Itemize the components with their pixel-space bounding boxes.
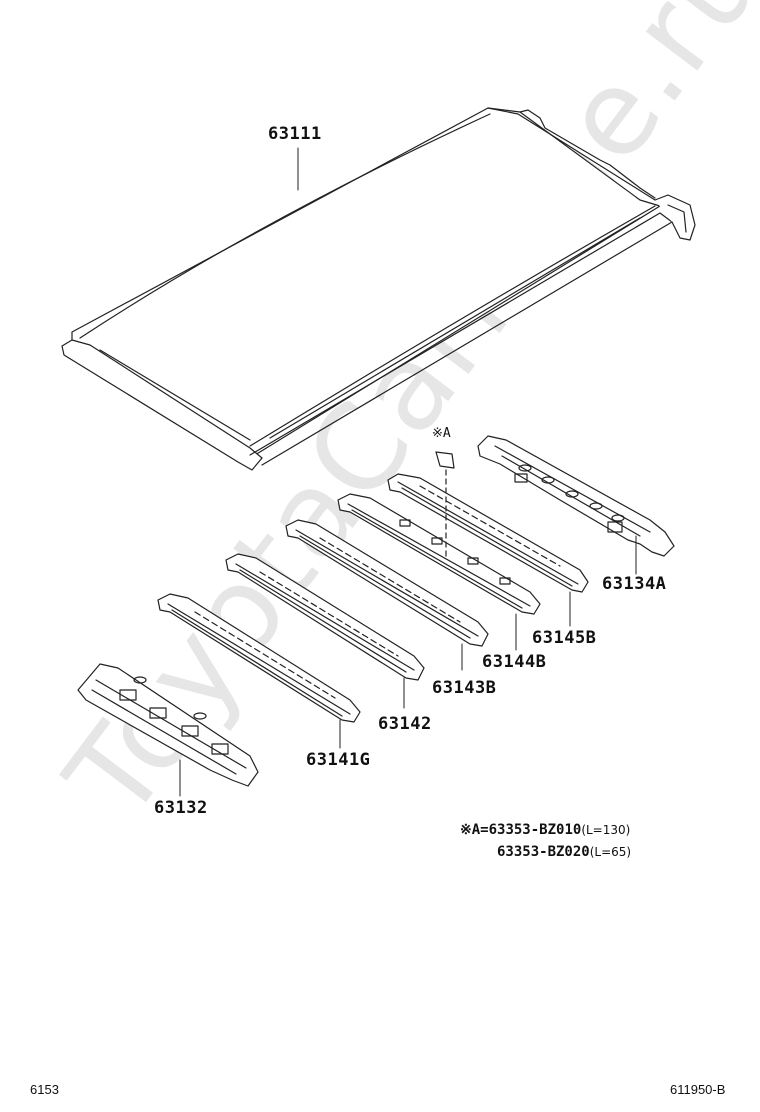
note-line1-qual: (L=130) <box>581 823 631 837</box>
note-line1-part: 63353-BZ010 <box>488 822 582 838</box>
marker-a: ※A <box>432 426 451 441</box>
bow-63141g-drawing <box>158 594 360 722</box>
bow-63145b-drawing <box>388 474 588 592</box>
bow-63142-drawing <box>226 554 424 680</box>
note-line-2: 63353-BZ020(L=65) <box>497 844 631 860</box>
footer-left: 6153 <box>30 1082 59 1097</box>
label-front-header: 63132 <box>154 798 208 818</box>
footer-right: 611950-B <box>670 1082 726 1097</box>
spacer-a-drawing <box>436 452 454 560</box>
label-bow-63143b: 63143B <box>432 678 497 698</box>
front-header-drawing <box>78 664 258 786</box>
label-bow-63144b: 63144B <box>482 652 547 672</box>
label-bow-63145b: 63145B <box>532 628 597 648</box>
bow-63144b-drawing <box>338 494 540 614</box>
label-rear-header: 63134A <box>602 574 667 594</box>
rear-header-drawing <box>478 436 674 556</box>
label-bow-63141g: 63141G <box>306 750 371 770</box>
label-bow-63142: 63142 <box>378 714 432 734</box>
note-line2-part: 63353-BZ020 <box>497 844 590 860</box>
label-roof-panel: 63111 <box>268 124 322 144</box>
leader-lines <box>180 148 636 796</box>
roof-panel-drawing <box>62 108 695 470</box>
bow-63143b-drawing <box>286 520 488 646</box>
note-prefix: ※A= <box>460 822 489 838</box>
note-line-1: ※A=63353-BZ010(L=130) <box>460 822 630 838</box>
note-line2-qual: (L=65) <box>589 845 632 859</box>
